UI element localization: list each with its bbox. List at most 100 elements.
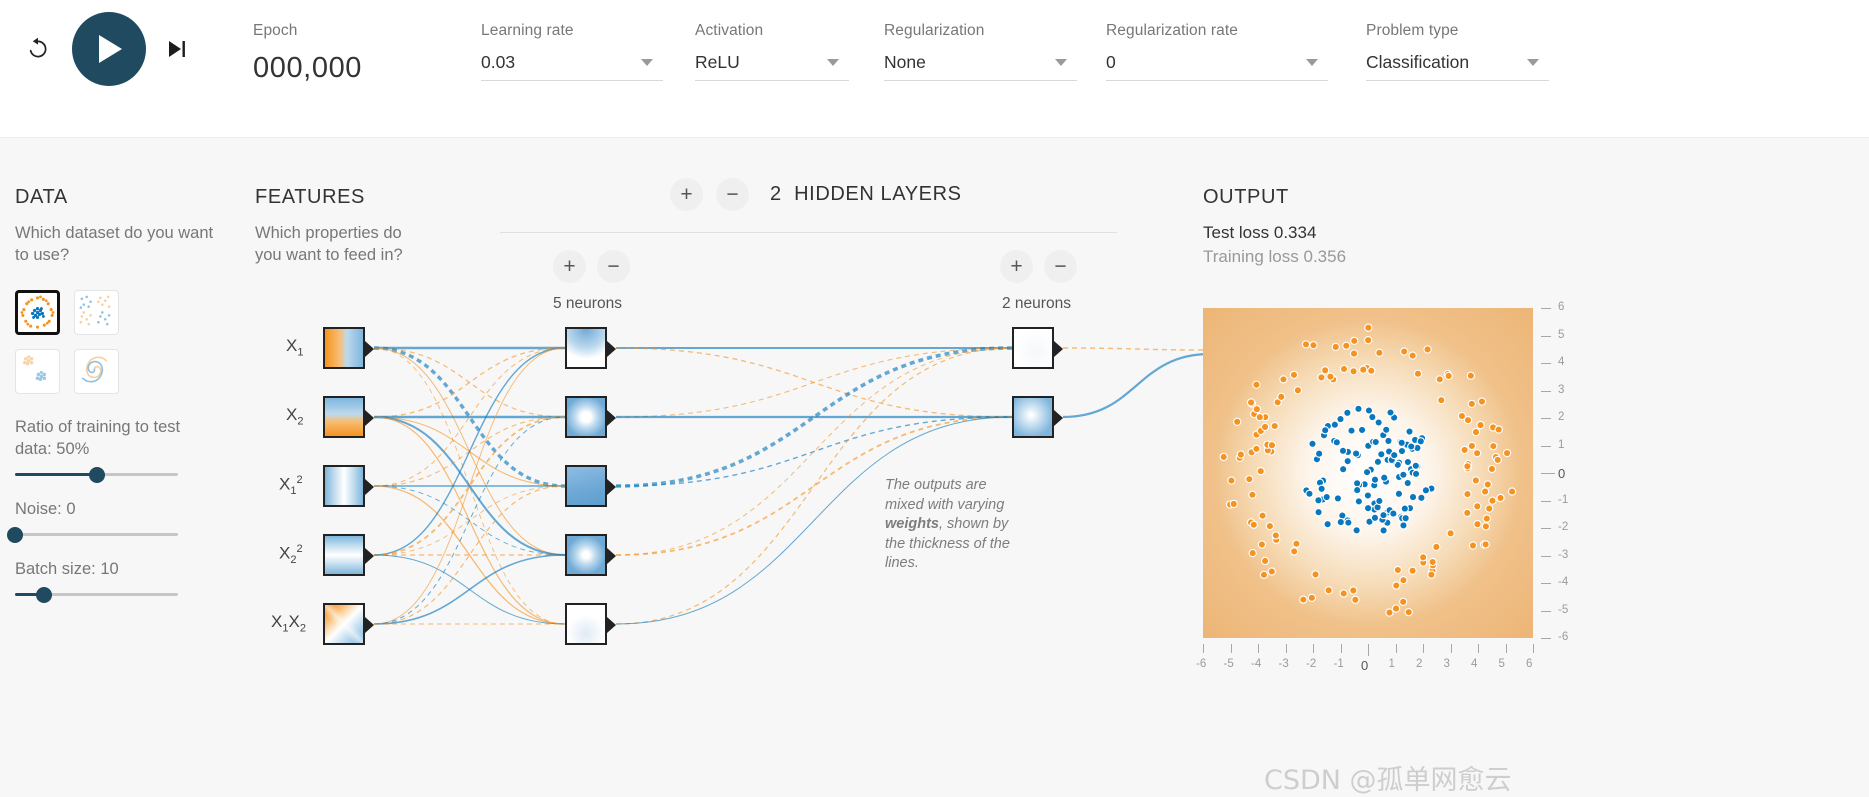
x-tick-mark [1231, 644, 1232, 653]
activation-select[interactable]: ReLU [695, 52, 849, 81]
feature-node-x2[interactable] [323, 396, 365, 438]
output-scatter-plot[interactable] [1203, 308, 1533, 638]
hidden-node-l1-n4-connector [607, 548, 616, 564]
x-tick--1: -1 [1334, 658, 1344, 670]
feature-label-x2: X2 [286, 405, 303, 427]
regularization-select[interactable]: None [884, 52, 1077, 81]
y-tick-mark [1541, 336, 1551, 337]
x-tick--2: -2 [1306, 658, 1316, 670]
weights-annotation: The outputs are mixed with varying weigh… [885, 476, 1010, 574]
x-tick-6: 6 [1526, 658, 1532, 670]
y-tick-mark [1541, 391, 1551, 392]
x-tick-3: 3 [1444, 658, 1450, 670]
feature-node-x1[interactable] [323, 327, 365, 369]
reset-icon[interactable] [18, 29, 58, 69]
learning-rate-select[interactable]: 0.03 [481, 52, 663, 81]
problem-type-value: Classification [1366, 52, 1469, 73]
activation-value: ReLU [695, 52, 740, 73]
regularization-value: None [884, 52, 926, 73]
problem-type-control: Problem type Classification [1366, 22, 1549, 81]
x-tick-mark [1396, 644, 1397, 653]
batch-label-text: Batch size: [15, 560, 96, 578]
y-tick-mark [1541, 363, 1551, 364]
x-tick-5: 5 [1499, 658, 1505, 670]
y-tick-1: 1 [1558, 439, 1564, 451]
hidden-node-l1-n1-connector [607, 341, 616, 357]
gaussian-dataset-icon [16, 350, 55, 389]
y-tick-3: 3 [1558, 384, 1564, 396]
noise-slider[interactable] [15, 533, 178, 536]
hidden-node-l1-n2[interactable] [565, 396, 607, 438]
ratio-slider-fill [15, 473, 97, 476]
y-tick-5: 5 [1558, 329, 1564, 341]
chevron-down-icon [1527, 59, 1539, 66]
feature-node-x2-squared[interactable] [323, 534, 365, 576]
hidden-node-l2-n2[interactable] [1012, 396, 1054, 438]
x-tick-mark [1313, 644, 1314, 653]
weights-note-part1: The outputs are mixed with varying [885, 477, 1004, 513]
learning-rate-value: 0.03 [481, 52, 515, 73]
y-tick-mark [1541, 528, 1551, 529]
batch-slider-block: Batch size: 10 [15, 558, 215, 596]
main-area: DATA Which dataset do you want to use? [0, 138, 1869, 794]
batch-value: 10 [100, 560, 118, 578]
batch-slider[interactable] [15, 593, 178, 596]
feature-node-x1x2[interactable] [323, 603, 365, 645]
feature-node-x1-squared[interactable] [323, 465, 365, 507]
noise-slider-knob[interactable] [7, 527, 23, 543]
hidden-node-l1-n3-connector [607, 479, 616, 495]
y-tick-mark [1541, 418, 1551, 419]
y-tick-mark [1541, 583, 1551, 584]
noise-label: Noise: 0 [15, 498, 215, 520]
test-loss-row: Test loss 0.334 [1203, 223, 1853, 243]
feature-node-x2-connector [365, 410, 374, 426]
x-tick-mark [1286, 644, 1287, 653]
epoch-label: Epoch [253, 22, 362, 40]
ratio-value: 50% [56, 440, 89, 458]
hidden-node-l1-n3[interactable] [565, 465, 607, 507]
scatter-points [1203, 308, 1533, 638]
hidden-node-l1-n1[interactable] [565, 327, 607, 369]
chevron-down-icon [1055, 59, 1067, 66]
regularization-label: Regularization [884, 22, 1077, 40]
hidden-node-l1-n5[interactable] [565, 603, 607, 645]
output-panel: OUTPUT Test loss 0.334 Training loss 0.3… [1203, 186, 1853, 267]
y-tick-0: 0 [1558, 466, 1565, 481]
y-tick-mark [1541, 556, 1551, 557]
y-tick--5: -5 [1558, 604, 1568, 616]
play-icon [94, 32, 124, 66]
epoch-display: Epoch 000,000 [253, 22, 362, 85]
toolbar: Epoch 000,000 Learning rate 0.03 Activat… [0, 0, 1869, 138]
chevron-down-icon [1306, 59, 1318, 66]
hidden-node-l2-n1-connector [1054, 341, 1063, 357]
y-tick-mark [1541, 473, 1555, 474]
hidden-node-l1-n4[interactable] [565, 534, 607, 576]
dataset-gaussian[interactable] [15, 349, 60, 394]
step-forward-button[interactable] [160, 32, 194, 66]
learning-rate-control: Learning rate 0.03 [481, 22, 663, 81]
regularization-rate-select[interactable]: 0 [1106, 52, 1328, 81]
dataset-exclusive-or[interactable] [74, 290, 119, 335]
batch-slider-knob[interactable] [36, 587, 52, 603]
regularization-rate-control: Regularization rate 0 [1106, 22, 1328, 81]
feature-node-x2-squared-connector [365, 548, 374, 564]
dataset-circle[interactable] [15, 290, 60, 335]
y-tick--2: -2 [1558, 521, 1568, 533]
problem-type-select[interactable]: Classification [1366, 52, 1549, 81]
training-loss-row: Training loss 0.356 [1203, 247, 1853, 267]
activation-label: Activation [695, 22, 849, 40]
y-tick-mark [1541, 638, 1551, 639]
ratio-slider-knob[interactable] [89, 467, 105, 483]
output-plot-wrapper: 6543210-1-2-3-4-5-6 -6-5-4-3-2-10123456 [1203, 308, 1533, 638]
hidden-node-l2-n1[interactable] [1012, 327, 1054, 369]
play-button[interactable] [72, 12, 146, 86]
dataset-spiral[interactable] [74, 349, 119, 394]
regularization-control: Regularization None [884, 22, 1077, 81]
weights-note-bold: weights [885, 516, 939, 532]
x-tick-mark [1478, 644, 1479, 653]
learning-rate-label: Learning rate [481, 22, 663, 40]
hidden-node-l1-n2-connector [607, 410, 616, 426]
ratio-slider[interactable] [15, 473, 178, 476]
y-tick--3: -3 [1558, 549, 1568, 561]
x-tick-mark [1451, 644, 1452, 653]
